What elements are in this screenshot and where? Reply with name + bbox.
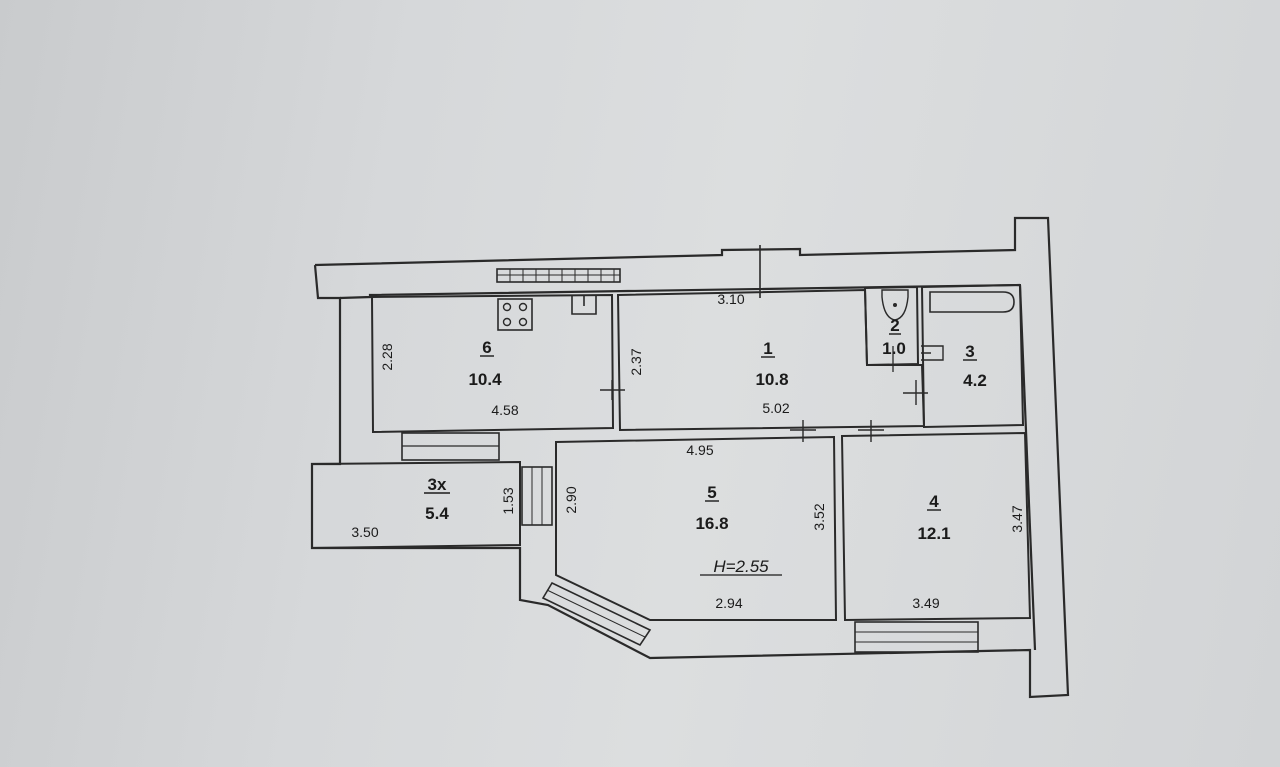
room-6-area: 10.4 (468, 370, 502, 389)
dim-4-58: 4.58 (491, 402, 518, 418)
dim-2-28: 2.28 (379, 343, 395, 370)
room-4-number: 4 (929, 492, 939, 511)
bathtub-icon (929, 291, 1015, 313)
dim-3-49: 3.49 (912, 595, 939, 611)
room-3-area: 4.2 (963, 371, 987, 390)
room-5-area: 16.8 (695, 514, 728, 533)
room-4: 4 12.1 3.47 3.49 (840, 420, 1032, 653)
bay-window (541, 581, 652, 647)
room-3x-area: 5.4 (425, 504, 449, 523)
room-2-number: 2 (890, 316, 899, 335)
stove-icon (497, 298, 533, 331)
sink-icon (571, 296, 597, 315)
dim-3-10: 3.10 (717, 291, 744, 307)
room-3-number: 3 (965, 342, 974, 361)
room-6: 6 10.4 4.58 2.28 2.37 (370, 293, 644, 434)
room-1-area: 10.8 (755, 370, 788, 389)
room-1-number: 1 (763, 339, 772, 358)
room-3x-number: 3х (428, 475, 447, 494)
room-2-area: 1.0 (882, 339, 906, 358)
dim-4-95: 4.95 (686, 442, 713, 458)
dim-1-53: 1.53 (500, 487, 516, 514)
balcony-window (521, 466, 553, 526)
room-5: 4.95 2.90 5 16.8 H=2.55 3.52 2.94 (541, 420, 838, 647)
dim-5-02: 5.02 (762, 400, 789, 416)
room-5-number: 5 (707, 483, 716, 502)
bedroom-window (854, 621, 979, 653)
room-1: 3.10 1 10.8 5.02 (616, 288, 928, 432)
ceiling-height: H=2.55 (713, 557, 769, 576)
dim-2-90: 2.90 (563, 486, 579, 513)
room-4-area: 12.1 (917, 524, 950, 543)
room-2: 2 1.0 (863, 285, 944, 372)
top-window (496, 268, 621, 283)
room-3x-balcony: 3х 5.4 3.50 1.53 (311, 432, 553, 550)
dim-3-47: 3.47 (1009, 505, 1025, 532)
dim-2-94: 2.94 (715, 595, 742, 611)
washbasin-icon (921, 345, 944, 361)
room-3: 3 4.2 (920, 283, 1025, 429)
dim-3-50: 3.50 (351, 524, 378, 540)
room-6-number: 6 (482, 338, 491, 357)
dim-3-52: 3.52 (811, 503, 827, 530)
toilet-icon (881, 289, 909, 321)
dim-2-37: 2.37 (628, 348, 644, 375)
